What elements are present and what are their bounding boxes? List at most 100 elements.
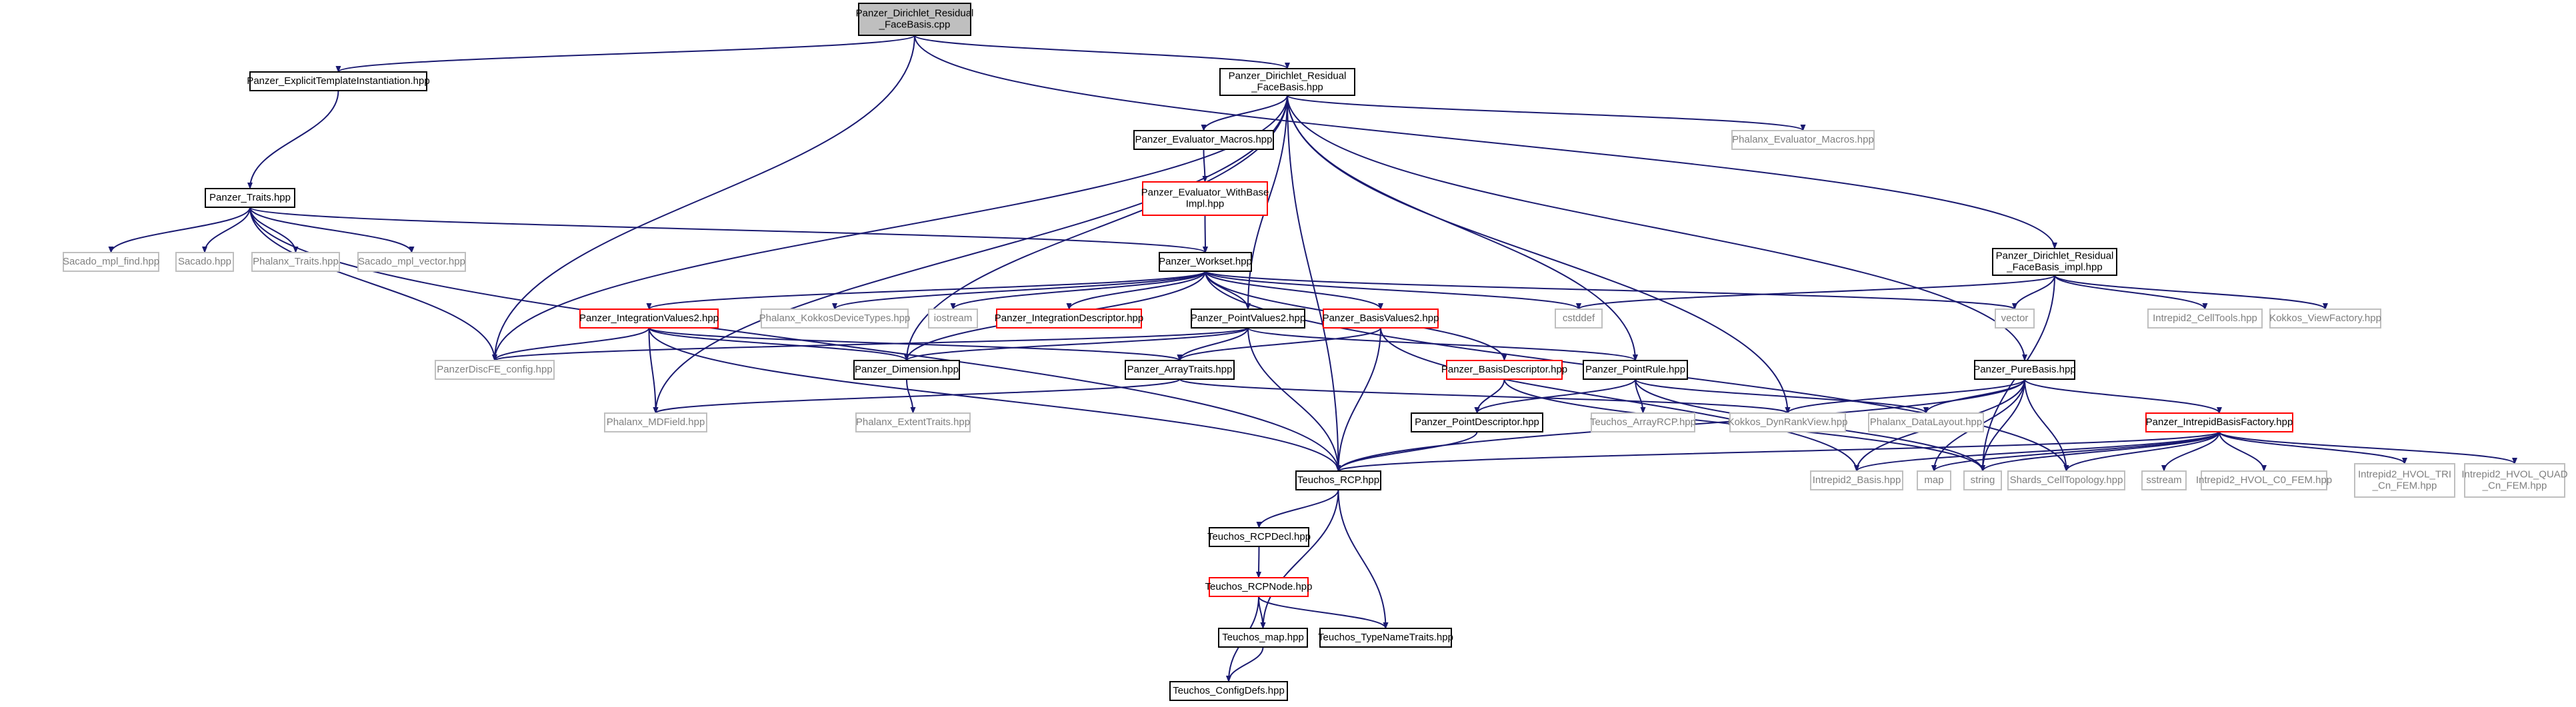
node-box (1583, 360, 1688, 380)
edge-hpp-to-purebasis (1287, 95, 2027, 361)
node-phalanx-datalayout-hpp[interactable]: Phalanx_DataLayout.hpp (1868, 412, 1984, 432)
node-kokkos-dynrankview-hpp[interactable]: Kokkos_DynRankView.hpp (1728, 412, 1848, 432)
node-teuchos-typenametraits-hpp[interactable]: Teuchos_TypeNameTraits.hpp (1318, 628, 1453, 648)
node-panzer-integrationdescriptor-hpp[interactable]: Panzer_IntegrationDescriptor.hpp (995, 309, 1143, 329)
node-cstddef[interactable]: cstddef (1555, 309, 1603, 329)
node-panzer-dirichlet-residual-facebasis-cpp[interactable]: Panzer_Dirichlet_Residual_FaceBasis.cpp (856, 3, 974, 36)
edge-traits-to-mplvector (249, 207, 415, 253)
edge-factory-to-rcp (1335, 431, 2220, 472)
node-string[interactable]: string (1963, 470, 2002, 490)
edge-root-to-impl (914, 35, 2057, 249)
node-label-line: Panzer_Dirichlet_Residual (1229, 70, 1347, 81)
node-panzer-basisdescriptor-hpp[interactable]: Panzer_BasisDescriptor.hpp (1441, 360, 1567, 380)
node-box (1323, 309, 1439, 329)
node-label-line: Intrepid2_HVOL_TRI (2358, 468, 2451, 480)
node-panzer-explicittemplateinstantiation-hpp[interactable]: Panzer_ExplicitTemplateInstantiation.hpp (247, 71, 430, 91)
node-label-line: Teuchos_RCPDecl.hpp (1207, 531, 1311, 542)
node-panzer-dimension-hpp[interactable]: Panzer_Dimension.hpp (853, 360, 960, 380)
node-panzer-basisvalues2-hpp[interactable]: Panzer_BasisValues2.hpp (1323, 309, 1439, 329)
node-panzer-pointdescriptor-hpp[interactable]: Panzer_PointDescriptor.hpp (1411, 412, 1543, 432)
node-label-line: Teuchos_RCP.hpp (1297, 474, 1379, 486)
node-kokkos-viewfactory-hpp[interactable]: Kokkos_ViewFactory.hpp (2269, 309, 2381, 329)
node-panzer-arraytraits-hpp[interactable]: Panzer_ArrayTraits.hpp (1125, 360, 1235, 380)
node-label-line: Panzer_IntegrationValues2.hpp (579, 313, 719, 324)
node-intrepid2-hvol-c0-fem-hpp[interactable]: Intrepid2_HVOL_C0_FEM.hpp (2196, 470, 2332, 490)
node-teuchos-rcpnode-hpp[interactable]: Teuchos_RCPNode.hpp (1205, 577, 1313, 597)
node-phalanx-evaluator-macros-hpp[interactable]: Phalanx_Evaluator_Macros.hpp (1731, 130, 1875, 150)
node-sstream[interactable]: sstream (2141, 470, 2187, 490)
node-panzer-dirichlet-residual-facebasis-hpp[interactable]: Panzer_Dirichlet_Residual_FaceBasis.hpp (1219, 68, 1355, 96)
node-box (1219, 68, 1355, 96)
node-intrepid2-hvol-quad-cn-fem-hpp[interactable]: Intrepid2_HVOL_QUAD_Cn_FEM.hpp (2461, 463, 2568, 498)
node-box (357, 252, 466, 272)
edge-factory-to-shards (2063, 431, 2220, 472)
node-label-line: Phalanx_ExtentTraits.hpp (856, 416, 970, 428)
node-label-line: Sacado_mpl_find.hpp (63, 256, 159, 267)
node-panzer-pointvalues2-hpp[interactable]: Panzer_PointValues2.hpp (1191, 309, 1305, 329)
edge-arraytraits-to-dynrank (1179, 378, 1791, 414)
node-phalanx-traits-hpp[interactable]: Phalanx_Traits.hpp (251, 252, 340, 272)
node-teuchos-rcp-hpp[interactable]: Teuchos_RCP.hpp (1295, 470, 1381, 490)
edge-purebasis-to-dynrank (1785, 378, 2025, 414)
node-label-line: _FaceBasis.hpp (1251, 81, 1323, 93)
edge-intval-to-dimension (648, 327, 909, 361)
node-sacado-mpl-find-hpp[interactable]: Sacado_mpl_find.hpp (63, 252, 159, 272)
node-box (996, 309, 1142, 329)
node-label-line: string (1971, 474, 1995, 486)
edge-hpp-to-dynrank (1287, 95, 1791, 414)
node-box (2007, 470, 2125, 490)
node-shards-celltopology-hpp[interactable]: Shards_CellTopology.hpp (2007, 470, 2125, 490)
edge-factory-to-sstream (2161, 431, 2220, 472)
node-sacado-mpl-vector-hpp[interactable]: Sacado_mpl_vector.hpp (357, 252, 466, 272)
node-label-line: Panzer_Evaluator_Macros.hpp (1135, 134, 1273, 145)
node-teuchos-arrayrcp-hpp[interactable]: Teuchos_ArrayRCP.hpp (1590, 412, 1696, 432)
node-vector[interactable]: vector (1995, 309, 2035, 329)
node-phalanx-extenttraits-hpp[interactable]: Phalanx_ExtentTraits.hpp (855, 412, 971, 432)
node-panzer-purebasis-hpp[interactable]: Panzer_PureBasis.hpp (1973, 360, 2076, 380)
edge-basval-to-rcp (1335, 327, 1381, 472)
node-box (2464, 463, 2565, 498)
node-panzerdiscfe-config-hpp[interactable]: PanzerDiscFE_config.hpp (435, 360, 555, 380)
node-label-line: Kokkos_ViewFactory.hpp (2269, 313, 2381, 324)
node-map[interactable]: map (1917, 470, 1951, 490)
node-box (205, 188, 295, 208)
edge-arraytraits-to-mdfield (653, 378, 1181, 414)
node-label-line: vector (2001, 313, 2029, 324)
node-panzer-pointrule-hpp[interactable]: Panzer_PointRule.hpp (1583, 360, 1688, 380)
node-label-line: iostream (934, 313, 973, 324)
node-iostream[interactable]: iostream (928, 309, 978, 329)
node-teuchos-configdefs-hpp[interactable]: Teuchos_ConfigDefs.hpp (1169, 681, 1288, 701)
node-label-line: Panzer_PointValues2.hpp (1191, 313, 1305, 324)
node-teuchos-map-hpp[interactable]: Teuchos_map.hpp (1218, 628, 1308, 648)
node-box (1209, 527, 1309, 547)
node-sacado-hpp[interactable]: Sacado.hpp (175, 252, 234, 272)
edge-hpp-to-rcp (1287, 95, 1341, 472)
node-panzer-traits-hpp[interactable]: Panzer_Traits.hpp (205, 188, 295, 208)
edge-intval-to-mdfield (648, 327, 659, 414)
edge-expl-to-traits (247, 90, 339, 189)
node-phalanx-kokkosdevicetypes-hpp[interactable]: Phalanx_KokkosDeviceTypes.hpp (759, 309, 911, 329)
node-box (2141, 470, 2187, 490)
node-box (1133, 130, 1274, 150)
node-intrepid2-hvol-tri-cn-fem-hpp[interactable]: Intrepid2_HVOL_TRI_Cn_FEM.hpp (2354, 463, 2455, 498)
node-panzer-intrepidbasisfactory-hpp[interactable]: Panzer_IntrepidBasisFactory.hpp (2145, 412, 2293, 432)
node-panzer-dirichlet-residual-facebasis-impl-hpp[interactable]: Panzer_Dirichlet_Residual_FaceBasis_impl… (1992, 248, 2117, 276)
edge-traits-to-workset (249, 207, 1208, 253)
node-box (1917, 470, 1951, 490)
node-intrepid2-basis-hpp[interactable]: Intrepid2_Basis.hpp (1810, 470, 1903, 490)
node-phalanx-mdfield-hpp[interactable]: Phalanx_MDField.hpp (604, 412, 707, 432)
edge-ptrule-to-datalayout (1635, 378, 1929, 414)
edge-factory-to-basis (1854, 431, 2220, 472)
node-box (858, 3, 971, 36)
node-box (855, 412, 971, 432)
node-label-line: Panzer_Workset.hpp (1159, 256, 1252, 267)
node-intrepid2-celltools-hpp[interactable]: Intrepid2_CellTools.hpp (2147, 309, 2263, 329)
edge-tmap-to-configdefs (1226, 646, 1264, 682)
node-teuchos-rcpdecl-hpp[interactable]: Teuchos_RCPDecl.hpp (1207, 527, 1311, 547)
node-panzer-evaluator-macros-hpp[interactable]: Panzer_Evaluator_Macros.hpp (1133, 130, 1274, 150)
node-panzer-integrationvalues2-hpp[interactable]: Panzer_IntegrationValues2.hpp (579, 309, 719, 329)
node-panzer-workset-hpp[interactable]: Panzer_Workset.hpp (1159, 252, 1252, 272)
node-box (604, 412, 707, 432)
